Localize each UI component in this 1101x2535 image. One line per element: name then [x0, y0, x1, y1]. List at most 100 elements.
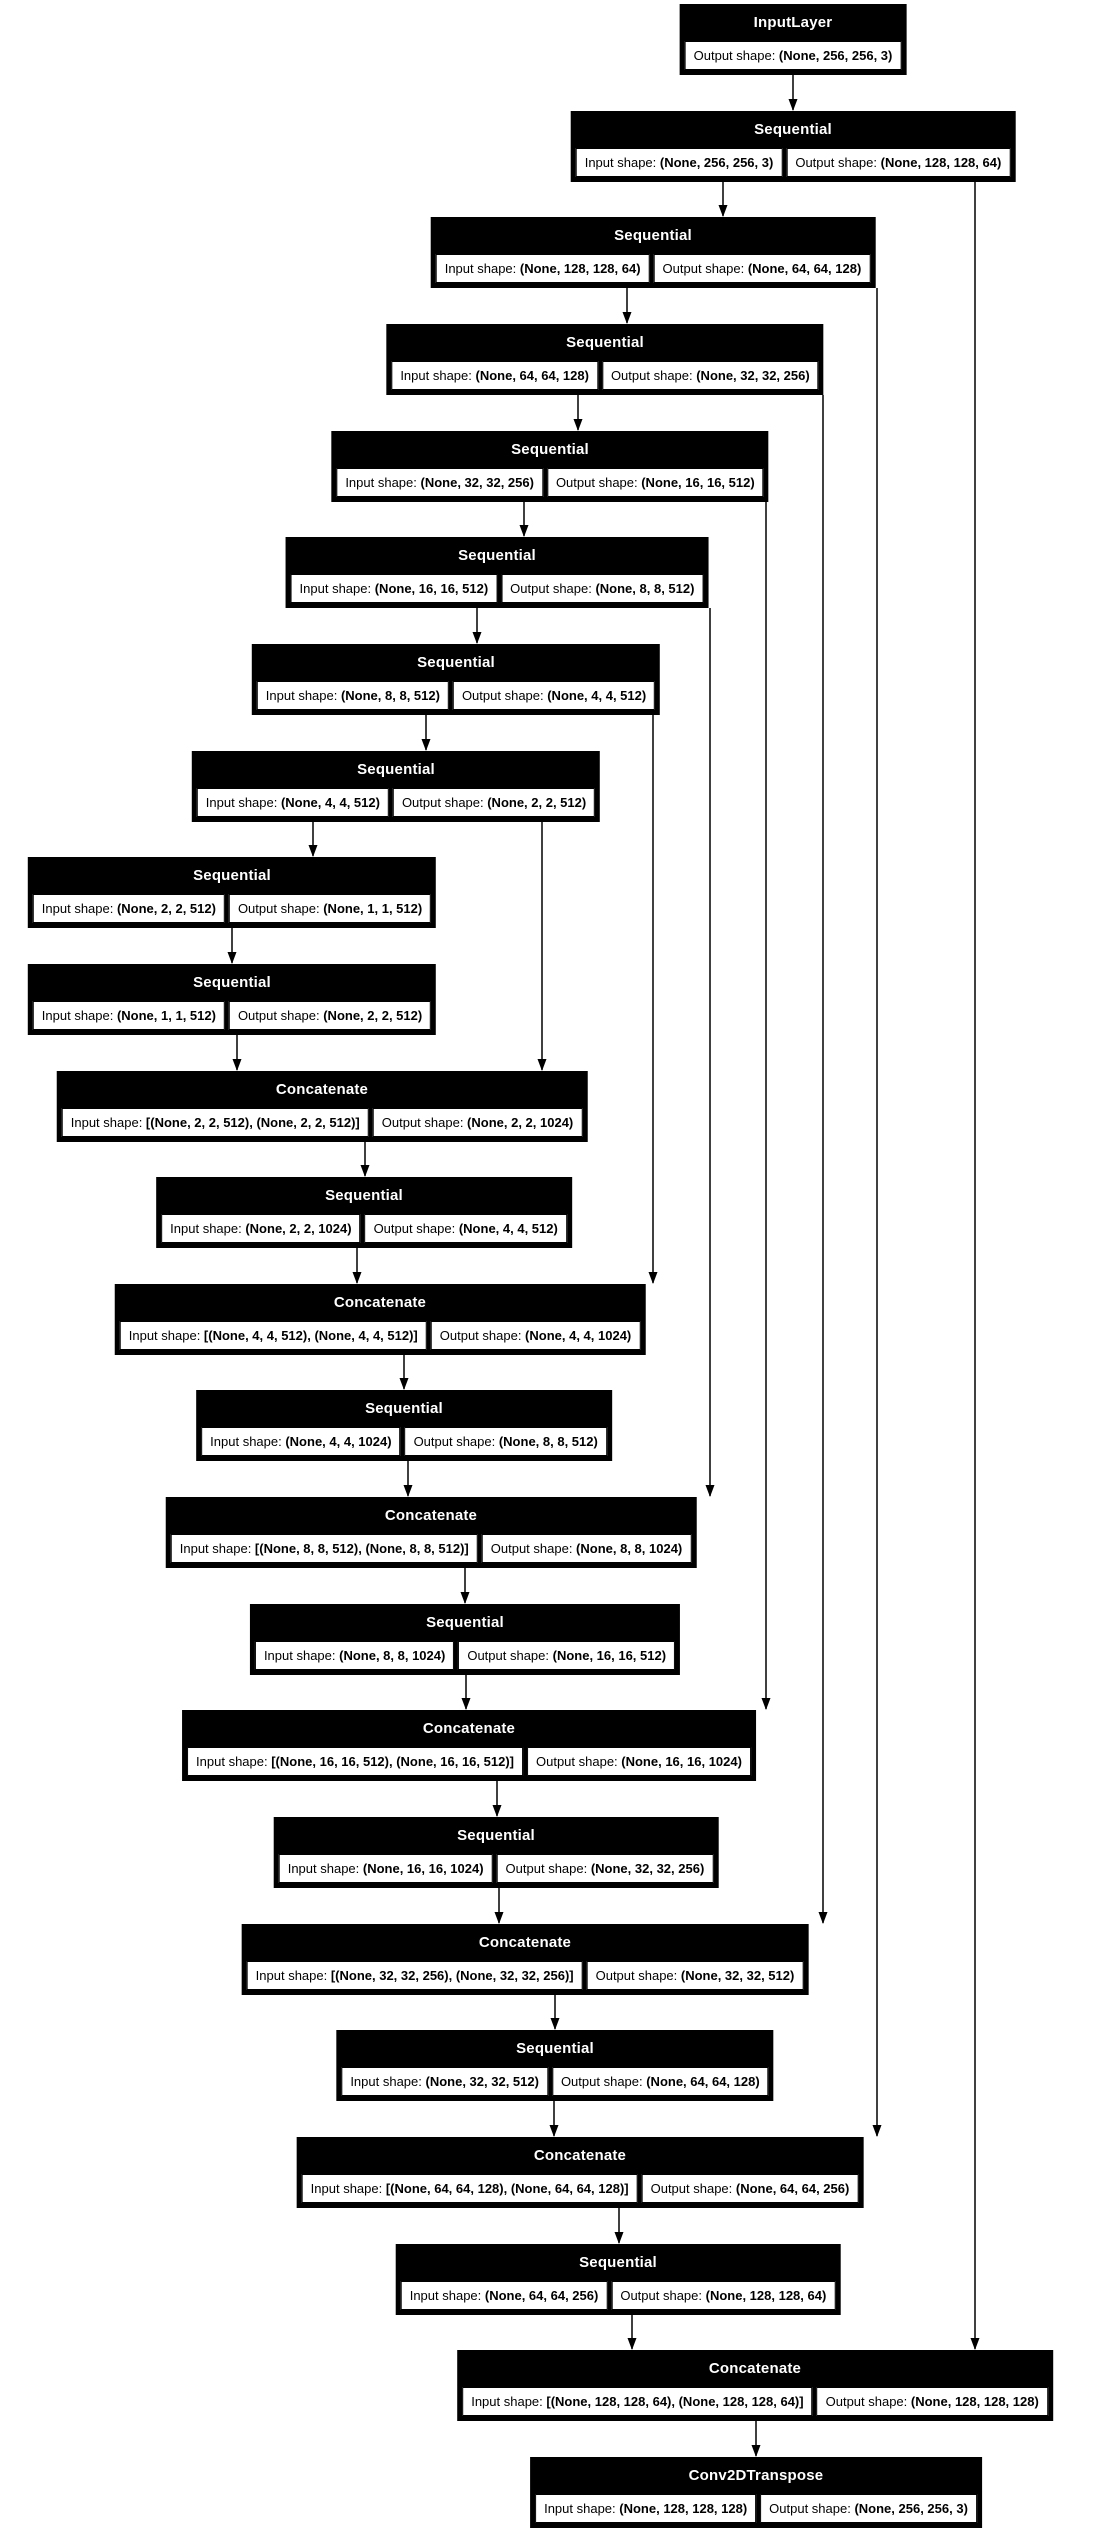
output-shape-label: Output shape:: [439, 1328, 526, 1343]
output-shape-cell: Output shape: (None, 2, 2, 512): [228, 1001, 432, 1030]
input-shape-value: (None, 16, 16, 512): [374, 581, 489, 596]
layer-type-label: Sequential: [754, 121, 832, 138]
layer-type-label: Concatenate: [533, 2147, 627, 2164]
layer-type-label: Sequential: [516, 2040, 594, 2057]
layer-type-label: Sequential: [417, 654, 495, 671]
input-shape-cell: Input shape: (None, 32, 32, 256): [336, 468, 543, 497]
layer-type-label: Sequential: [566, 334, 644, 351]
shape-cells-row: Input shape: [(None, 8, 8, 512), (None, …: [170, 1534, 692, 1563]
input-shape-value: (None, 64, 64, 128): [475, 368, 589, 383]
input-shape-value: (None, 2, 2, 1024): [245, 1221, 352, 1236]
input-shape-value: [(None, 8, 8, 512), (None, 8, 8, 512)]: [254, 1541, 469, 1556]
input-shape-cell: Input shape: (None, 16, 16, 512): [290, 574, 498, 603]
output-shape-label: Output shape:: [373, 1221, 459, 1236]
shape-cells-row: Input shape: (None, 2, 2, 512)Output sha…: [32, 894, 432, 923]
shape-cells-row: Input shape: (None, 128, 128, 128)Output…: [535, 2494, 977, 2523]
output-shape-label: Output shape:: [693, 48, 779, 63]
input-shape-label: Input shape:: [41, 901, 117, 916]
output-shape-label: Output shape:: [650, 2181, 736, 2196]
input-shape-cell: Input shape: (None, 1, 1, 512): [32, 1001, 225, 1030]
input-shape-value: (None, 128, 128, 64): [519, 261, 641, 276]
output-shape-cell: Output shape: (None, 2, 2, 1024): [372, 1108, 583, 1137]
shape-cells-row: Input shape: (None, 16, 16, 512)Output s…: [290, 574, 704, 603]
output-shape-cell: Output shape: (None, 32, 32, 512): [586, 1961, 804, 1990]
shape-cells-row: Input shape: (None, 4, 4, 512)Output sha…: [196, 788, 596, 817]
output-shape-cell: Output shape: (None, 64, 64, 128): [653, 254, 871, 283]
output-shape-label: Output shape:: [825, 2394, 911, 2409]
output-shape-cell: Output shape: (None, 16, 16, 512): [458, 1641, 676, 1670]
output-shape-value: (None, 8, 8, 512): [498, 1434, 598, 1449]
output-shape-value: (None, 4, 4, 1024): [525, 1328, 632, 1343]
input-shape-value: (None, 64, 64, 256): [484, 2288, 599, 2303]
output-shape-cell: Output shape: (None, 64, 64, 128): [551, 2067, 769, 2096]
shape-cells-row: Input shape: (None, 4, 4, 1024)Output sh…: [201, 1427, 607, 1456]
input-shape-label: Input shape:: [170, 1221, 246, 1236]
input-shape-label: Input shape:: [299, 581, 375, 596]
input-shape-cell: Input shape: (None, 8, 8, 512): [256, 681, 449, 710]
output-shape-label: Output shape:: [795, 155, 881, 170]
layer-type-label: Sequential: [426, 1614, 504, 1631]
output-shape-value: (None, 16, 16, 512): [552, 1648, 667, 1663]
input-shape-cell: Input shape: (None, 4, 4, 512): [196, 788, 389, 817]
output-shape-label: Output shape:: [381, 1115, 468, 1130]
output-shape-label: Output shape:: [535, 1754, 622, 1769]
output-shape-label: Output shape:: [467, 1648, 553, 1663]
output-shape-label: Output shape:: [595, 1968, 681, 1983]
layer-type-label: Sequential: [193, 974, 271, 991]
output-shape-value: (None, 4, 4, 512): [458, 1221, 558, 1236]
input-shape-value: (None, 32, 32, 256): [420, 475, 534, 490]
output-shape-cell: Output shape: (None, 4, 4, 1024): [430, 1321, 641, 1350]
output-shape-cell: Output shape: (None, 8, 8, 512): [501, 574, 704, 603]
output-shape-cell: Output shape: (None, 128, 128, 128): [816, 2387, 1048, 2416]
input-shape-value: (None, 8, 8, 1024): [339, 1648, 446, 1663]
output-shape-label: Output shape:: [237, 1008, 324, 1023]
output-shape-label: Output shape:: [237, 901, 324, 916]
output-shape-cell: Output shape: (None, 32, 32, 256): [496, 1854, 714, 1883]
input-shape-label: Input shape:: [287, 1861, 363, 1876]
output-shape-value: (None, 2, 2, 512): [323, 1008, 423, 1023]
shape-cells-row: Input shape: (None, 32, 32, 256)Output s…: [336, 468, 764, 497]
layer-type-label: Concatenate: [422, 1720, 516, 1737]
input-shape-value: (None, 4, 4, 512): [280, 795, 380, 810]
input-shape-label: Input shape:: [310, 2181, 386, 2196]
output-shape-cell: Output shape: (None, 32, 32, 256): [601, 361, 819, 390]
input-shape-cell: Input shape: [(None, 16, 16, 512), (None…: [187, 1747, 523, 1776]
shape-cells-row: Input shape: [(None, 4, 4, 512), (None, …: [119, 1321, 641, 1350]
shape-cells-row: Input shape: (None, 32, 32, 512)Output s…: [341, 2067, 769, 2096]
input-shape-value: (None, 256, 256, 3): [659, 155, 774, 170]
shape-cells-row: Input shape: (None, 16, 16, 1024)Output …: [278, 1854, 714, 1883]
input-shape-value: (None, 4, 4, 1024): [285, 1434, 392, 1449]
output-shape-label: Output shape:: [461, 688, 548, 703]
layer-type-label: Sequential: [511, 441, 589, 458]
shape-cells-row: Output shape: (None, 256, 256, 3): [684, 41, 902, 70]
input-shape-label: Input shape:: [205, 795, 281, 810]
shape-cells-row: Input shape: (None, 64, 64, 256)Output s…: [400, 2281, 836, 2310]
input-shape-cell: Input shape: (None, 2, 2, 1024): [161, 1214, 361, 1243]
input-shape-cell: Input shape: (None, 8, 8, 1024): [254, 1641, 455, 1670]
output-shape-value: (None, 2, 2, 512): [487, 795, 587, 810]
output-shape-value: (None, 32, 32, 256): [590, 1861, 705, 1876]
layer-type-label: Sequential: [357, 761, 435, 778]
output-shape-label: Output shape:: [490, 1541, 577, 1556]
input-shape-cell: Input shape: (None, 16, 16, 1024): [278, 1854, 493, 1883]
shape-cells-row: Input shape: (None, 1, 1, 512)Output sha…: [32, 1001, 432, 1030]
output-shape-label: Output shape:: [662, 261, 748, 276]
shape-cells-row: Input shape: (None, 256, 256, 3) Output s…: [575, 148, 1011, 177]
output-shape-value: (None, 32, 32, 256): [696, 368, 810, 383]
output-shape-value: (None, 8, 8, 512): [595, 581, 695, 596]
output-shape-cell: Output shape: (None, 8, 8, 512): [404, 1427, 607, 1456]
output-shape-value: (None, 64, 64, 128): [747, 261, 862, 276]
input-shape-cell: Input shape: (None, 32, 32, 512): [341, 2067, 548, 2096]
shape-cells-row: Input shape: (None, 128, 128, 64)Output …: [435, 254, 871, 283]
input-shape-label: Input shape:: [584, 155, 660, 170]
